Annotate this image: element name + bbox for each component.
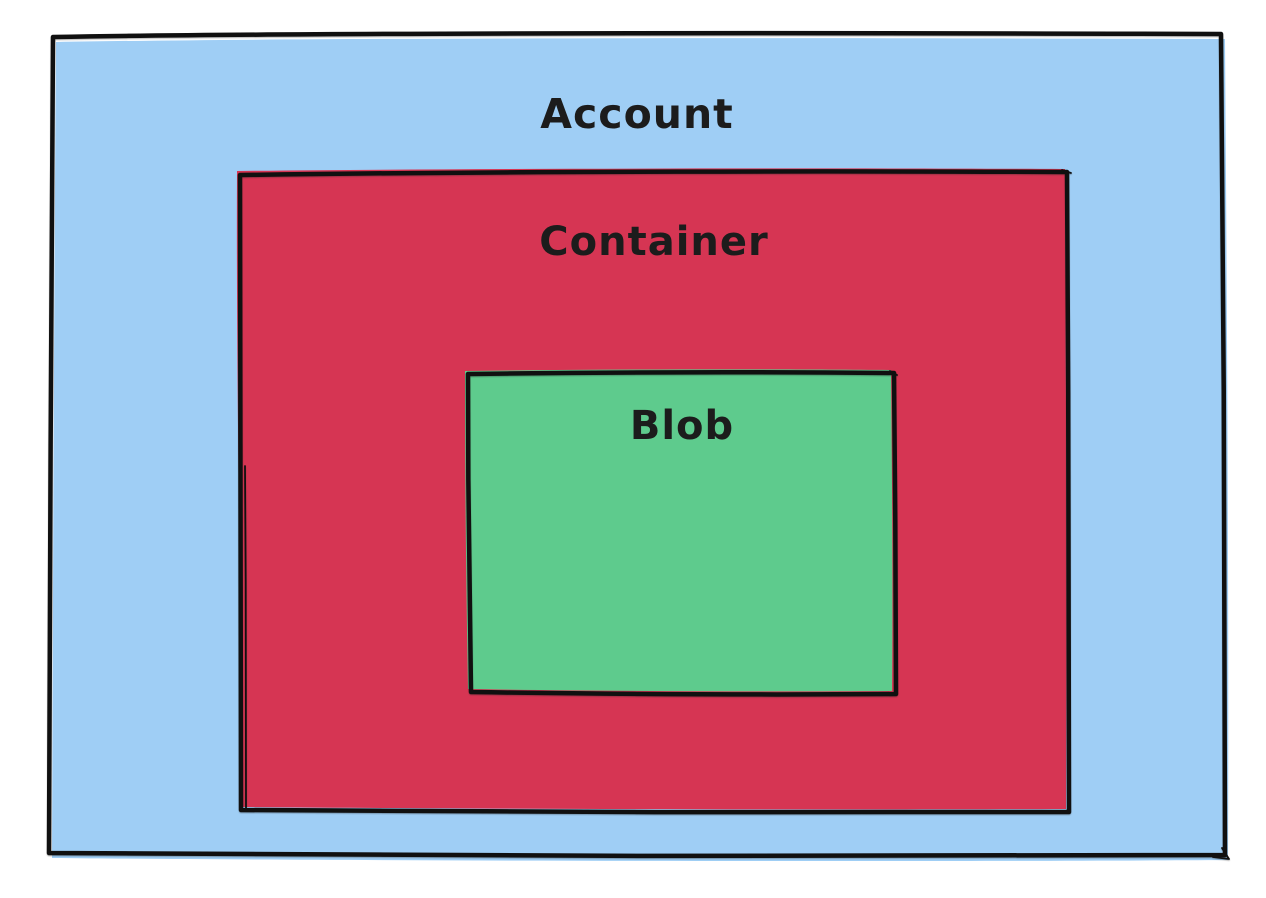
- box-outlines: [46, 30, 1230, 860]
- account-label: Account: [540, 90, 733, 138]
- account-corner-overshoot: [1212, 847, 1230, 860]
- box-fills: [52, 38, 1229, 862]
- container-box-border: [237, 169, 1072, 815]
- box-labels: Account Container Blob: [539, 90, 768, 449]
- blob-box-fill: [465, 369, 893, 692]
- account-box-border: [46, 30, 1228, 859]
- container-left-double-line: [244, 465, 247, 809]
- container-corner-overshoot: [1061, 169, 1072, 174]
- container-label: Container: [539, 219, 768, 265]
- blob-label: Blob: [630, 403, 734, 449]
- blob-corner-overshoot: [889, 370, 898, 376]
- blob-box-border: [465, 370, 899, 697]
